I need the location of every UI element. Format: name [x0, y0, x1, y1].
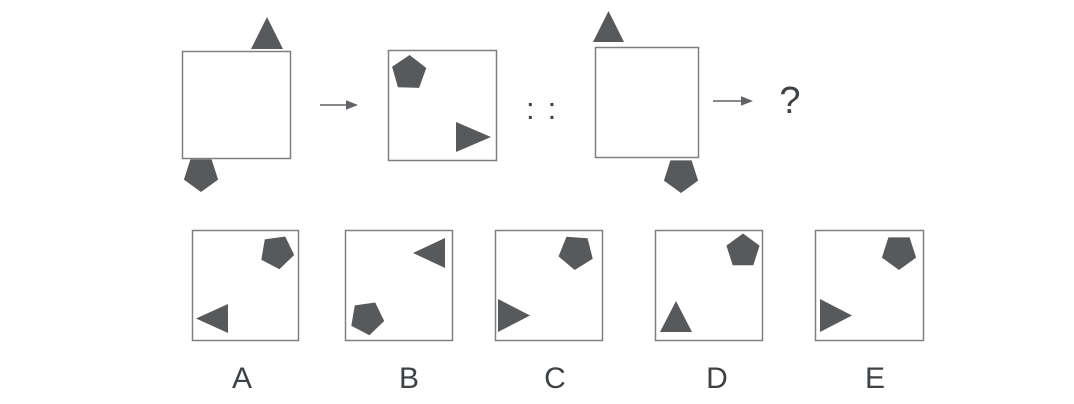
tilted-pentagon-icon	[558, 236, 593, 270]
up-pentagon-icon	[726, 233, 760, 266]
tilted-pentagon-icon	[261, 236, 295, 270]
left-triangle-icon	[196, 304, 228, 333]
tilted-pentagon-icon	[392, 55, 427, 88]
option-b-label[interactable]: B	[399, 362, 419, 395]
option-e-label[interactable]: E	[865, 362, 885, 395]
right-triangle-icon	[820, 299, 852, 332]
question-source-square	[594, 46, 700, 159]
left-triangle-icon	[413, 238, 445, 268]
down-pentagon-icon	[183, 159, 219, 192]
option-d-label[interactable]: D	[706, 362, 728, 395]
up-triangle-icon	[251, 17, 283, 49]
transform-arrow-1-head-icon	[346, 100, 358, 110]
right-triangle-icon	[456, 122, 491, 152]
up-triangle-icon	[593, 11, 624, 42]
question-mark: ?	[779, 80, 800, 122]
right-triangle-icon	[498, 299, 530, 332]
up-triangle-icon	[660, 301, 692, 332]
option-a-label[interactable]: A	[232, 362, 252, 395]
analogy-separator: ::	[526, 91, 569, 126]
down-pentagon-icon	[663, 160, 699, 193]
tilted-pentagon-icon	[351, 302, 385, 336]
premise-source-square	[181, 50, 292, 160]
option-c-label[interactable]: C	[544, 362, 566, 395]
transform-arrow-2-head-icon	[741, 96, 753, 106]
down-pentagon-icon	[881, 237, 917, 270]
